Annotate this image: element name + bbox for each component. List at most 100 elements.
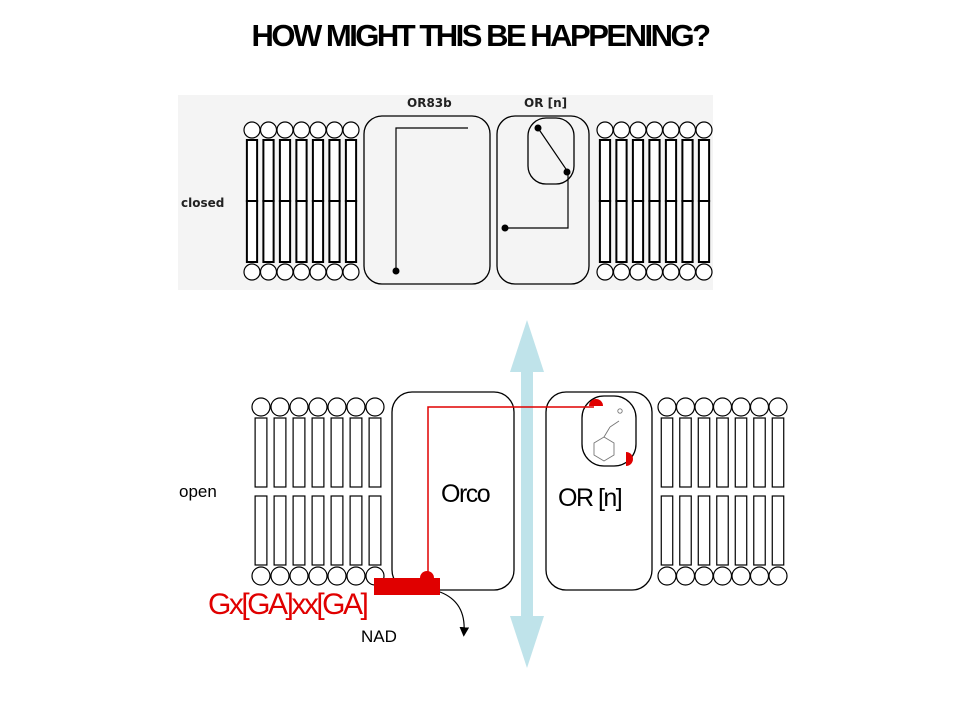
lipid-tail — [330, 495, 344, 566]
orco-channel — [391, 391, 515, 591]
lipid-head — [629, 263, 647, 281]
lipid-head — [695, 263, 713, 281]
lipid-head — [749, 566, 770, 586]
lipid-tail — [311, 495, 325, 566]
lipid-bilayer-right-closed — [596, 121, 713, 281]
lipid-head — [695, 121, 713, 139]
lipid-head — [308, 566, 328, 586]
lipid-head — [276, 263, 294, 281]
motif-contact — [420, 571, 434, 578]
open-label: open — [179, 482, 217, 501]
lipid-tail — [679, 495, 692, 566]
lipid-head — [251, 566, 271, 586]
lipid-tail — [771, 417, 785, 488]
lipid-tail — [311, 139, 325, 202]
lipid-tail — [697, 495, 711, 566]
ligand-contact-side — [626, 452, 633, 466]
or-n-channel-open — [545, 391, 653, 591]
nad-release-arrow — [439, 591, 470, 637]
lipid-head — [327, 397, 347, 417]
lipid-tail — [254, 495, 268, 566]
lipid-head — [731, 397, 751, 417]
or-n-node-middle — [563, 168, 571, 176]
or-n-path — [505, 127, 569, 229]
open-panel: open Orco OR [n] Gx[GA]xx[GA] NAD — [179, 391, 788, 646]
lipid-head — [292, 121, 311, 139]
lipid-tail — [660, 417, 674, 488]
lipid-tail — [734, 417, 748, 488]
lipid-head — [308, 397, 328, 417]
lipid-tail — [631, 139, 645, 202]
lipid-head — [309, 263, 327, 281]
lipid-head — [712, 397, 733, 417]
lipid-head — [365, 397, 385, 417]
lipid-head — [662, 263, 680, 281]
lipid-tail — [771, 495, 785, 566]
lipid-head — [645, 121, 664, 139]
lipid-bilayer-left-closed — [243, 121, 360, 281]
lipid-tail — [349, 495, 363, 566]
lipid-head — [270, 566, 290, 586]
lipid-tail — [631, 200, 645, 263]
lipid-tail — [278, 139, 292, 202]
lipid-tail — [664, 200, 678, 263]
lipid-head — [694, 566, 714, 586]
lipid-head — [678, 121, 697, 139]
lipid-tail — [615, 139, 628, 202]
lipid-head — [342, 121, 360, 139]
closed-label: closed — [181, 196, 224, 210]
lipid-tail — [328, 139, 341, 202]
lipid-tail — [311, 417, 325, 488]
lipid-head — [657, 566, 677, 586]
orco-label: Orco — [441, 480, 490, 508]
lipid-tail — [664, 139, 678, 202]
lipid-head — [243, 263, 261, 281]
lipid-bilayer-left-open — [251, 397, 385, 586]
lipid-head — [327, 566, 347, 586]
lipid-tail — [615, 200, 628, 263]
lipid-head — [662, 121, 680, 139]
lipid-tail — [245, 200, 259, 263]
or83b-node — [392, 267, 400, 275]
lipid-tail — [344, 139, 358, 202]
lipid-tail — [660, 495, 674, 566]
lipid-bilayer-right-open — [657, 397, 788, 586]
ligand-contact-top — [589, 399, 603, 406]
lipid-head — [678, 263, 697, 281]
lipid-head — [270, 397, 290, 417]
lipid-head — [325, 263, 344, 281]
lipid-tail — [697, 417, 711, 488]
lipid-tail — [697, 200, 711, 263]
binding-pocket-open — [581, 395, 637, 467]
nad-label: NAD — [361, 627, 397, 646]
lipid-head — [712, 566, 733, 586]
lipid-tail — [648, 200, 661, 263]
lipid-tail — [368, 495, 382, 566]
or83b-label: OR83b — [407, 96, 452, 110]
lipid-tail — [753, 417, 766, 488]
motif-label: Gx[GA]xx[GA] — [208, 588, 368, 621]
lipid-tail — [368, 417, 382, 488]
lipid-head — [325, 121, 344, 139]
lipid-tail — [292, 495, 306, 566]
lipid-tail — [716, 495, 729, 566]
lipid-tail — [295, 200, 308, 263]
lipid-tail — [753, 495, 766, 566]
lipid-head — [342, 263, 360, 281]
lipid-head — [675, 397, 696, 417]
lipid-head — [346, 397, 366, 417]
nad-binding-motif-block — [374, 578, 440, 595]
lipid-head — [675, 566, 696, 586]
lipid-tail — [681, 200, 694, 263]
lipid-head — [749, 397, 770, 417]
lipid-head — [346, 566, 366, 586]
lipid-tail — [262, 200, 275, 263]
lipid-head — [251, 397, 271, 417]
or-n-label-open: OR [n] — [558, 484, 622, 512]
lipid-tail — [273, 417, 287, 488]
lipid-head — [768, 397, 788, 417]
lipid-tail — [328, 200, 341, 263]
orco-signal-path — [427, 406, 594, 578]
lipid-head — [276, 121, 294, 139]
